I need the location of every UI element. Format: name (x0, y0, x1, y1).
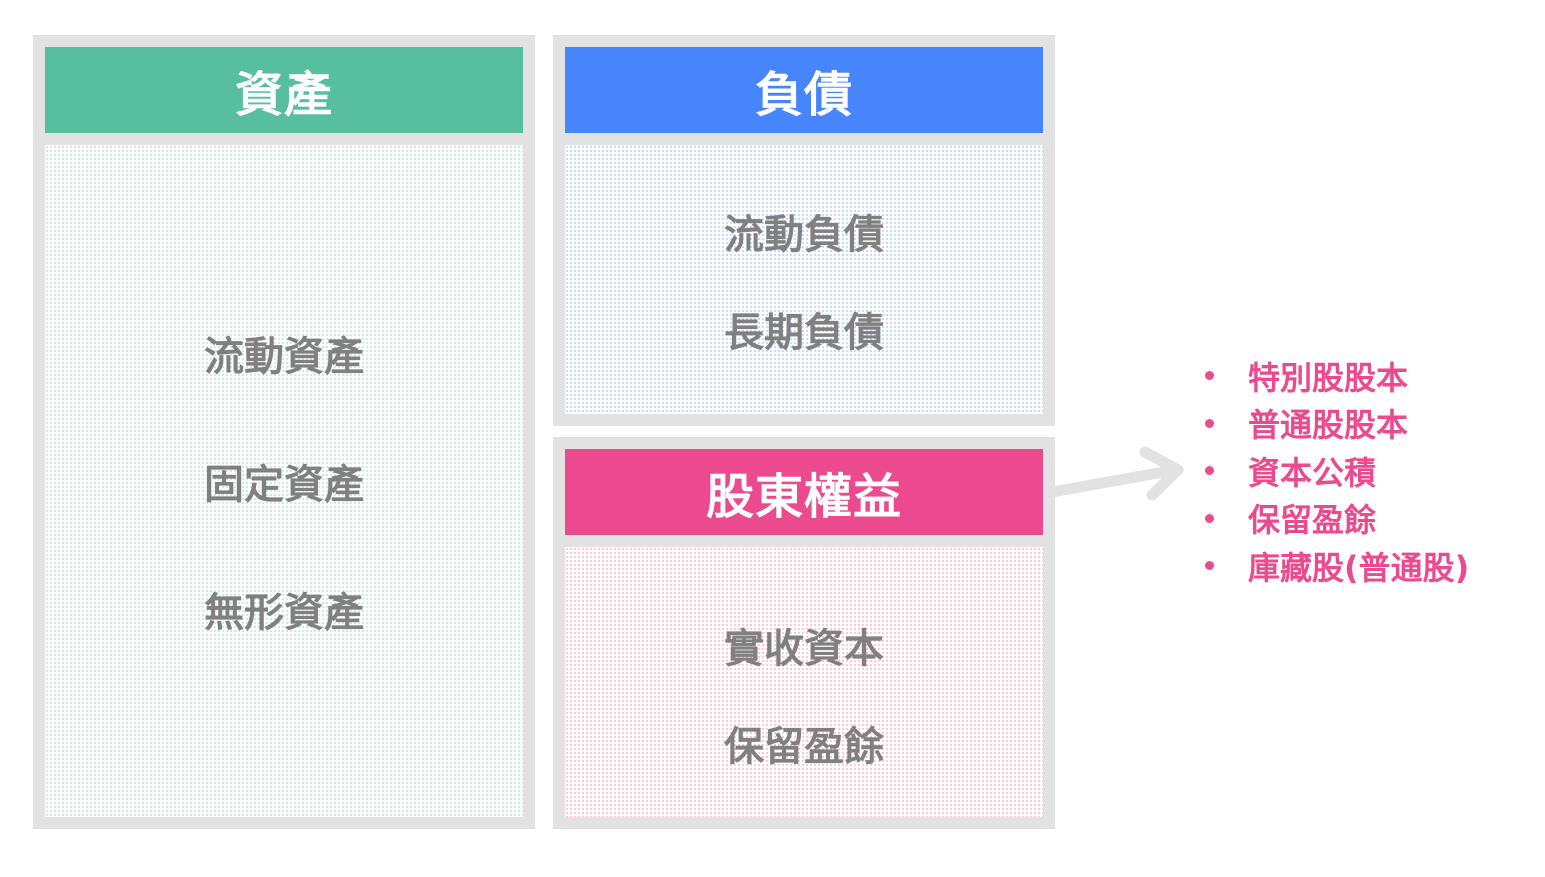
equity-details-list: 特別股股本 普通股股本 資本公積 保留盈餘 庫藏股(普通股) (1200, 352, 1469, 590)
equity-title: 股東權益 (705, 469, 902, 525)
assets-item-fixed: 固定資產 (204, 462, 364, 508)
equity-item-paid-in-capital: 實收資本 (724, 626, 884, 672)
bullet-icon (1205, 561, 1214, 571)
assets-header: 資產 (45, 47, 523, 133)
equity-detail-label: 普通股股本 (1248, 406, 1409, 445)
bullet-icon (1205, 513, 1214, 523)
liabilities-item-long-term: 長期負債 (724, 309, 884, 356)
equity-panel: 股東權益 實收資本 保留盈餘 (553, 437, 1055, 829)
equity-detail-item: 普通股股本 (1200, 400, 1469, 448)
equity-detail-label: 保留盈餘 (1248, 501, 1377, 540)
equity-body: 實收資本 保留盈餘 (565, 547, 1043, 817)
assets-title: 資產 (234, 67, 333, 123)
equity-detail-item: 庫藏股(普通股) (1200, 542, 1469, 590)
equity-detail-label: 特別股股本 (1248, 358, 1409, 397)
bullet-icon (1205, 371, 1214, 381)
equity-detail-item: 資本公積 (1200, 447, 1469, 495)
equity-detail-label: 資本公積 (1248, 453, 1377, 492)
assets-item-current: 流動資產 (204, 334, 364, 380)
bullet-icon (1205, 466, 1214, 476)
assets-body: 流動資產 固定資產 無形資產 (45, 145, 523, 817)
assets-item-intangible: 無形資產 (204, 590, 364, 636)
equity-detail-item: 特別股股本 (1200, 352, 1469, 400)
assets-panel: 資產 流動資產 固定資產 無形資產 (33, 35, 535, 829)
bullet-icon (1205, 418, 1214, 428)
liabilities-title: 負債 (754, 67, 853, 123)
equity-detail-item: 保留盈餘 (1200, 495, 1469, 543)
equity-item-retained-earnings: 保留盈餘 (724, 724, 884, 770)
liabilities-item-current: 流動負債 (724, 211, 884, 258)
equity-detail-label: 庫藏股(普通股) (1248, 548, 1470, 587)
liabilities-panel: 負債 流動負債 長期負債 (553, 35, 1055, 426)
arrow-right-icon (1050, 446, 1184, 501)
equity-header: 股東權益 (565, 449, 1043, 535)
liabilities-body: 流動負債 長期負債 (565, 145, 1043, 414)
liabilities-header: 負債 (565, 47, 1043, 133)
